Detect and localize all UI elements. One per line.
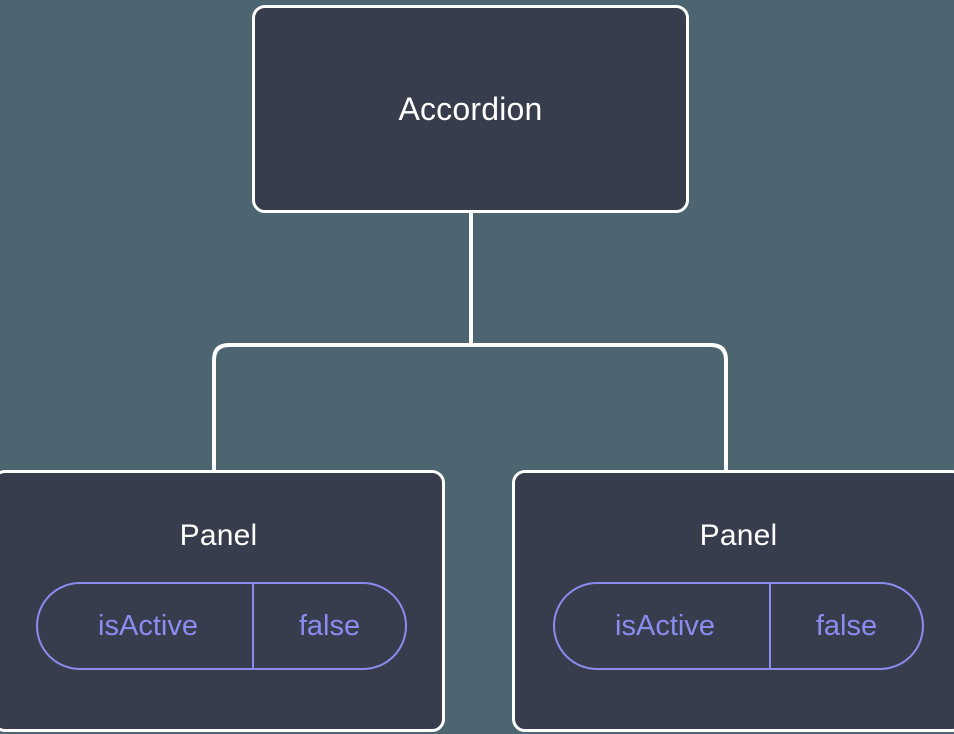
prop-divider [769,584,771,668]
prop-value: false [298,609,361,642]
node-panel-1[interactable]: Panel isActive false [0,470,445,732]
node-accordion-title: Accordion [398,91,543,127]
node-accordion[interactable]: Accordion [252,5,689,213]
node-panel-2[interactable]: Panel isActive false [512,470,954,732]
node-panel-1-prop-isactive[interactable]: isActive false [36,582,407,670]
prop-key: isActive [98,609,198,642]
prop-divider [252,584,254,668]
node-panel-2-title: Panel [699,519,778,552]
prop-value: false [815,609,878,642]
node-panel-2-prop-isactive[interactable]: isActive false [553,582,924,670]
connector-child-bus [212,343,728,470]
prop-key: isActive [615,609,715,642]
node-panel-1-title: Panel [179,519,258,552]
